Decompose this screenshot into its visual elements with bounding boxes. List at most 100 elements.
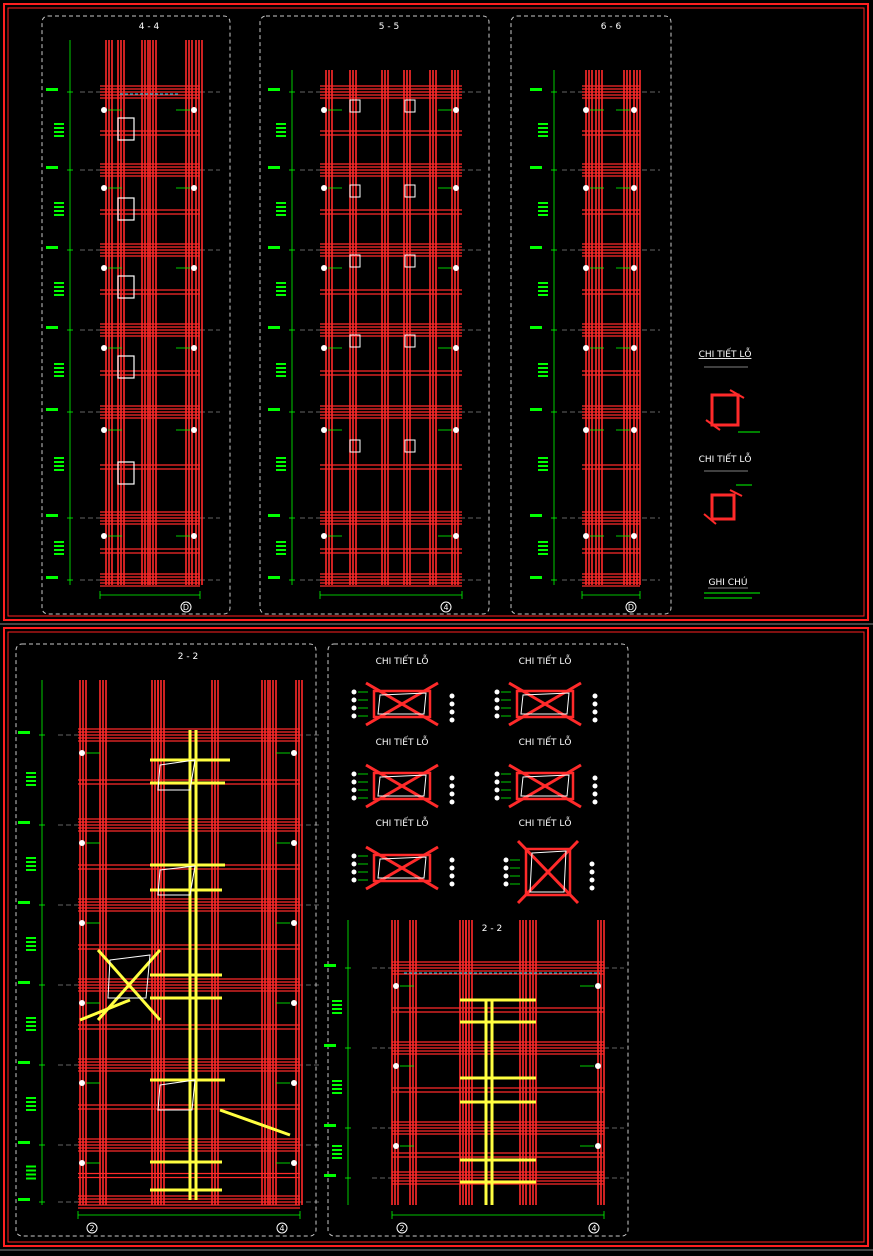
- dim-note: [332, 1157, 342, 1159]
- upper-sheet-frame: [3, 3, 869, 621]
- dim-note: [54, 367, 64, 369]
- hole-detail-a-mark: [449, 717, 455, 723]
- hole-detail-c-mark: [351, 787, 357, 793]
- dim-note: [26, 784, 36, 786]
- bar-mark: [291, 840, 297, 846]
- dim-note: [538, 461, 548, 463]
- bar-mark: [393, 1143, 399, 1149]
- bar-mark: [101, 533, 107, 539]
- opening-outline: [157, 1079, 196, 1111]
- level-tag: [530, 326, 542, 329]
- dim-note: [54, 131, 64, 133]
- hole-detail-f-mark: [503, 881, 509, 887]
- dim-note: [276, 202, 286, 204]
- bar-mark: [393, 1063, 399, 1069]
- dim-note: [538, 469, 548, 471]
- dim-note: [26, 1101, 36, 1103]
- bar-mark: [631, 107, 637, 113]
- dim-note: [54, 541, 64, 543]
- grid-marker-d-2: D: [628, 603, 634, 612]
- bar-mark: [321, 265, 327, 271]
- bar-mark: [453, 427, 459, 433]
- upper-detail-1: CHI TIẾT LỖ: [699, 347, 760, 433]
- hole-detail-a-frame: [372, 689, 432, 719]
- dim-note: [276, 294, 286, 296]
- level-tag: [268, 326, 280, 329]
- detail-title-d: CHI TIẾT LỖ: [519, 735, 572, 748]
- bar-mark: [583, 533, 589, 539]
- dim-note: [54, 549, 64, 551]
- dim-note: [54, 469, 64, 471]
- hole-detail-e-mark: [351, 869, 357, 875]
- hole-detail-d-frame: [515, 771, 575, 801]
- hole-detail-e-diag: [365, 845, 439, 891]
- dim-note: [332, 1004, 342, 1006]
- dim-note: [538, 214, 548, 216]
- hole-detail-c-mark: [449, 791, 455, 797]
- level-tag: [324, 964, 336, 967]
- detail-title-f: CHI TIẾT LỖ: [519, 816, 572, 829]
- dim-note: [276, 541, 286, 543]
- hole-detail-f-diag: [516, 839, 580, 905]
- bar-mark: [191, 427, 197, 433]
- dim-note: [538, 290, 548, 292]
- hole-detail-f-mark: [589, 885, 595, 891]
- dim-note: [538, 363, 548, 365]
- dim-note: [26, 1017, 36, 1019]
- dim-note: [276, 123, 286, 125]
- hole-detail-c-mark: [449, 775, 455, 781]
- dim-note: [538, 549, 548, 551]
- hole-detail-a-mark: [449, 709, 455, 715]
- level-tag: [268, 576, 280, 579]
- opening: [404, 334, 416, 348]
- dim-note: [332, 1088, 342, 1090]
- dim-note: [538, 553, 548, 555]
- dim-note: [538, 123, 548, 125]
- dim-note: [54, 375, 64, 377]
- bar-mark: [321, 107, 327, 113]
- bar-mark: [191, 533, 197, 539]
- dim-note: [26, 1173, 36, 1176]
- level-tag: [46, 326, 58, 329]
- hole-detail-e-mark: [351, 853, 357, 859]
- dim-note: [276, 131, 286, 133]
- dim-note: [54, 363, 64, 365]
- dim-note: [276, 206, 286, 208]
- bar-mark: [583, 265, 589, 271]
- section-title-6-6: 6 - 6: [601, 22, 622, 32]
- dim-note: [538, 202, 548, 204]
- hole-detail-b-diag: [508, 681, 582, 727]
- dim-note: [26, 1165, 36, 1168]
- level-tag: [324, 1174, 336, 1177]
- hole-detail-c-frame: [372, 771, 432, 801]
- dim-note: [538, 131, 548, 133]
- bar-mark: [595, 1143, 601, 1149]
- level-tag: [530, 88, 542, 91]
- hole-detail-b-mark: [592, 693, 598, 699]
- bar-mark: [191, 345, 197, 351]
- hole-detail-d-mark: [494, 779, 500, 785]
- hole-detail-b-mark: [592, 717, 598, 723]
- bar-mark: [631, 533, 637, 539]
- hole-detail-c-mark: [351, 779, 357, 785]
- hole-detail-c-mark: [449, 783, 455, 789]
- bar-mark: [453, 345, 459, 351]
- hole-detail-a-mark: [351, 697, 357, 703]
- section-title-4-4: 4 - 4: [139, 22, 160, 32]
- hole-detail-e-mark: [449, 865, 455, 871]
- detail-title-e: CHI TIẾT LỖ: [376, 816, 429, 829]
- dim-note: [26, 776, 36, 778]
- bar-mark: [291, 1080, 297, 1086]
- bar-mark: [101, 427, 107, 433]
- opening: [404, 254, 416, 268]
- dim-note: [538, 135, 548, 137]
- hole-detail-b-mark: [494, 697, 500, 703]
- dim-note: [538, 127, 548, 129]
- level-tag: [268, 514, 280, 517]
- hole-detail-f-mark: [503, 865, 509, 871]
- level-tag: [324, 1124, 336, 1127]
- hole-detail-c-opening: [377, 774, 427, 797]
- dim-note: [276, 127, 286, 129]
- hole-detail-d-diag: [508, 763, 582, 809]
- dim-note: [538, 286, 548, 288]
